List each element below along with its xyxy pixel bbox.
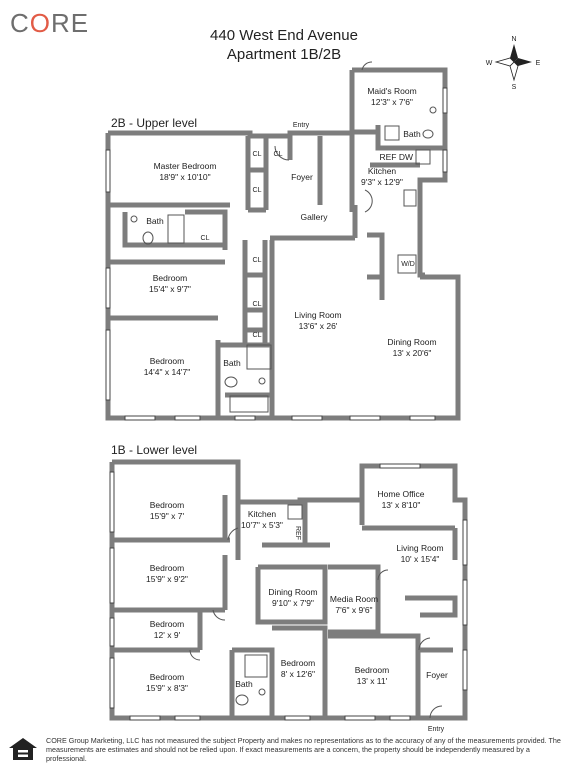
- lower-dining-walls: [255, 564, 381, 635]
- lower-entry-label: Entry: [428, 726, 445, 733]
- closet-label: CL: [253, 301, 262, 308]
- upper-outer-walls: [105, 133, 461, 421]
- upper-level-plan: Entry Maid's Room 12'3" x 7'6" Bath REF …: [105, 61, 461, 421]
- lower-living-room-name: Living Room: [396, 543, 443, 553]
- upper-bath1-walls: [122, 209, 228, 250]
- master-bedroom-name: Master Bedroom: [154, 161, 217, 171]
- lower-living-walls: [405, 528, 458, 618]
- lower-bedroom6-size: 13' x 11': [357, 676, 388, 686]
- upper-bed1-walls: [108, 259, 225, 321]
- lower-foyer-label: Foyer: [426, 670, 448, 680]
- closet-label: CL: [201, 235, 210, 242]
- upper-bedroom1-name: Bedroom: [153, 273, 188, 283]
- upper-bath1-label: Bath: [146, 216, 164, 226]
- lower-kitchen-size: 10'7" x 5'3": [241, 520, 283, 530]
- upper-level-label: 2B - Upper level: [111, 116, 198, 130]
- lower-bedroom2-size: 15'9" x 9'2": [146, 574, 188, 584]
- unit-title: Apartment 1B/2B: [226, 46, 342, 63]
- lower-bedroom3-size: 12' x 9': [154, 630, 181, 640]
- lower-bedroom4-name: Bedroom: [150, 672, 185, 682]
- lower-bedroom2-name: Bedroom: [150, 563, 185, 573]
- master-bedroom-size: 18'9" x 10'10": [159, 172, 210, 182]
- home-office-name: Home Office: [377, 489, 424, 499]
- upper-kitchen-name: Kitchen: [368, 166, 397, 176]
- lower-bedroom5-name: Bedroom: [281, 658, 316, 668]
- maids-bath-label: Bath: [403, 129, 421, 139]
- logo-text: CORE: [10, 8, 90, 38]
- lower-fixtures: [189, 504, 443, 719]
- maids-room-size: 12'3" x 7'6": [371, 97, 413, 107]
- upper-closets: [245, 133, 293, 213]
- closet-label: CL: [274, 151, 283, 158]
- lower-level-plan: Bedroom 15'9" x 7' Bedroom 15'9" x 9'2" …: [109, 459, 468, 733]
- living-room-size: 13'6" x 26': [299, 321, 338, 331]
- compass-e: E: [536, 60, 541, 67]
- disclaimer-text: CORE Group Marketing, LLC has not measur…: [46, 736, 561, 763]
- upper-bedroom2-size: 14'4" x 14'7": [144, 367, 191, 377]
- lower-office-walls: [359, 500, 455, 531]
- compass-n: N: [511, 36, 516, 43]
- lower-kitchen-name: Kitchen: [248, 509, 277, 519]
- closet-label: CL: [253, 257, 262, 264]
- media-room-size: 7'6" x 9'6": [335, 605, 372, 615]
- lower-outer-walls: [109, 462, 468, 721]
- compass-icon: N S E W: [486, 36, 541, 91]
- lower-level-label: 1B - Lower level: [111, 443, 198, 457]
- lower-bedroom4-size: 15'9" x 8'3": [146, 683, 188, 693]
- closet-label: CL: [253, 151, 262, 158]
- upper-bedroom1-size: 15'4" x 9'7": [149, 284, 191, 294]
- upper-kitchen-interior: [352, 125, 445, 300]
- lower-south-rooms-walls: [229, 625, 453, 718]
- washer-dryer-label: W/D: [401, 261, 415, 268]
- compass-w: W: [486, 60, 493, 67]
- lower-bedroom6-name: Bedroom: [355, 665, 390, 675]
- compass-s: S: [512, 84, 517, 91]
- living-room-name: Living Room: [294, 310, 341, 320]
- lower-dining-room-size: 9'10" x 7'9": [272, 598, 314, 608]
- lower-bedroom1-size: 15'9" x 7': [150, 511, 185, 521]
- closet-label: CL: [253, 187, 262, 194]
- upper-fixtures: [130, 61, 437, 413]
- upper-closet-column: [242, 240, 268, 345]
- media-room-name: Media Room: [330, 594, 378, 604]
- home-office-size: 13' x 8'10": [382, 500, 421, 510]
- closet-label: CL: [253, 332, 262, 339]
- upper-windows: [105, 87, 448, 421]
- upper-foyer-label: Foyer: [291, 172, 313, 182]
- dining-room-size: 13' x 20'6": [393, 348, 432, 358]
- upper-gallery-walls: [270, 205, 358, 241]
- upper-kitchen-size: 9'3" x 12'9": [361, 177, 403, 187]
- lower-bedroom3-name: Bedroom: [150, 619, 185, 629]
- dining-room-name: Dining Room: [387, 337, 436, 347]
- lower-bedroom1-name: Bedroom: [150, 500, 185, 510]
- core-logo[interactable]: CORE: [10, 8, 89, 39]
- upper-north-wall: [108, 130, 352, 139]
- maids-room-name: Maid's Room: [367, 86, 416, 96]
- upper-bath2-label: Bath: [223, 358, 241, 368]
- upper-bath2-walls: [215, 240, 275, 418]
- upper-ref-label: REF: [380, 152, 397, 162]
- lower-ref-label: REF: [294, 526, 301, 540]
- equal-housing-icon: [9, 738, 37, 760]
- lower-bedroom-walls: [112, 495, 230, 653]
- upper-bedroom2-name: Bedroom: [150, 356, 185, 366]
- lower-bath-label: Bath: [235, 679, 253, 689]
- lower-kitchen-walls: [235, 502, 330, 560]
- upper-entry-label: Entry: [293, 122, 310, 129]
- lower-dining-room-name: Dining Room: [268, 587, 317, 597]
- lower-north-wall: [112, 459, 362, 505]
- address-title: 440 West End Avenue: [210, 27, 358, 44]
- lower-windows: [109, 463, 468, 721]
- lower-bedroom5-size: 8' x 12'6": [281, 669, 315, 679]
- lower-living-room-size: 10' x 15'4": [401, 554, 440, 564]
- upper-dw-label: DW: [399, 152, 413, 162]
- gallery-label: Gallery: [301, 212, 329, 222]
